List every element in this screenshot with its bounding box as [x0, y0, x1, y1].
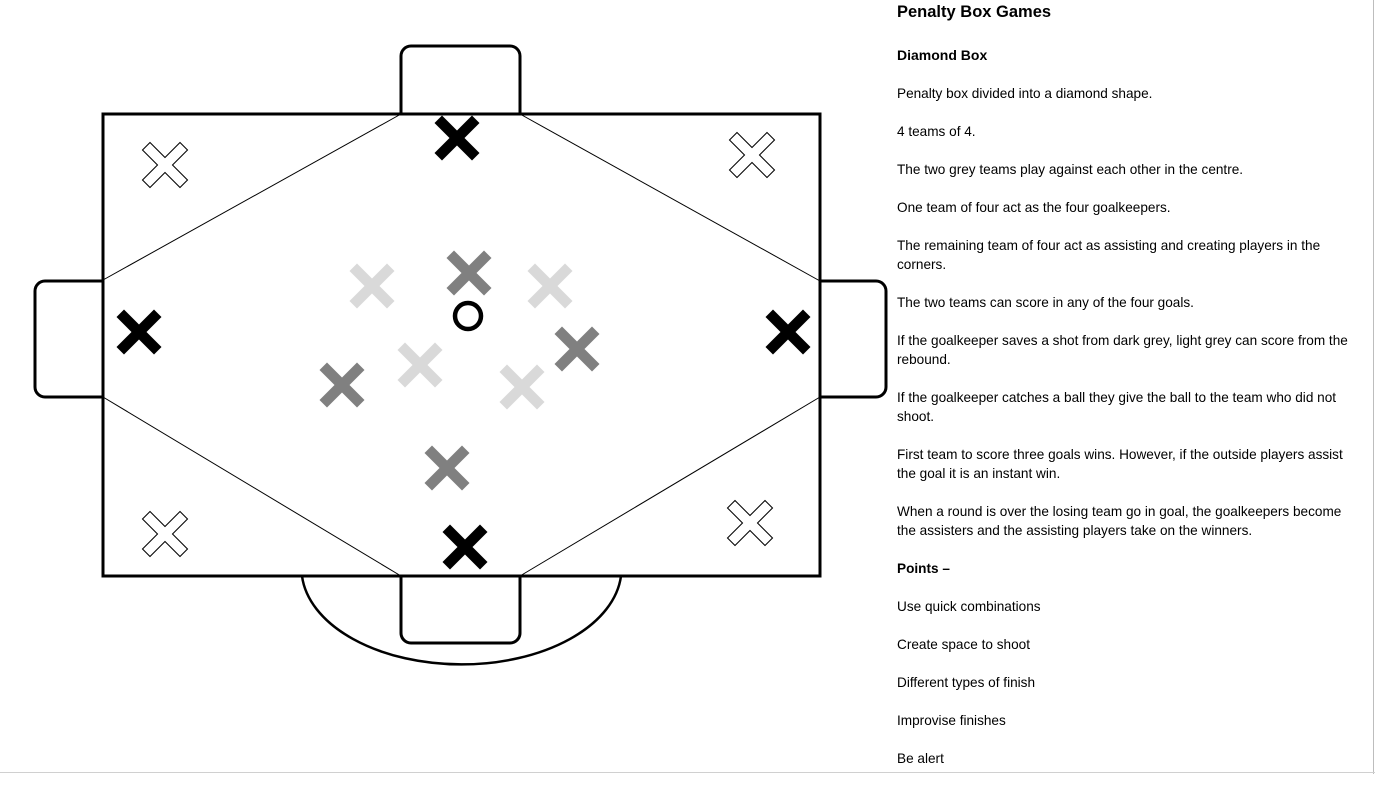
penalty-box-diagram: [33, 44, 888, 666]
penalty-box: [101, 112, 822, 578]
diamond-lines: [102, 113, 821, 577]
point-item: Be alert: [897, 751, 944, 766]
penalty-arc: [300, 575, 623, 666]
ball-icon: [452, 300, 484, 332]
paragraph: First team to score three goals wins. Ho…: [897, 447, 1343, 481]
point-item: Create space to shoot: [897, 637, 1030, 652]
paragraph: If the goalkeeper saves a shot from dark…: [897, 333, 1348, 367]
document-text: Penalty Box Games Diamond Box Penalty bo…: [897, 2, 1359, 787]
point-item: Different types of finish: [897, 675, 1036, 690]
page-edge-bottom: [0, 772, 1375, 773]
point-item: Use quick combinations: [897, 599, 1041, 614]
paragraph: The remaining team of four act as assist…: [897, 238, 1321, 272]
page-edge-right: [1373, 0, 1374, 774]
section-title: Diamond Box: [897, 47, 988, 63]
points-heading: Points –: [897, 561, 950, 576]
paragraph: The two grey teams play against each oth…: [897, 162, 1244, 177]
paragraph: If the goalkeeper catches a ball they gi…: [897, 390, 1337, 424]
paragraph: The two teams can score in any of the fo…: [897, 295, 1194, 310]
paragraph: 4 teams of 4.: [897, 124, 976, 139]
paragraph: When a round is over the losing team go …: [897, 504, 1342, 538]
paragraph: One team of four act as the four goalkee…: [897, 200, 1171, 215]
paragraph: Penalty box divided into a diamond shape…: [897, 86, 1153, 101]
point-item: Improvise finishes: [897, 713, 1006, 728]
page-title: Penalty Box Games: [897, 3, 1052, 21]
